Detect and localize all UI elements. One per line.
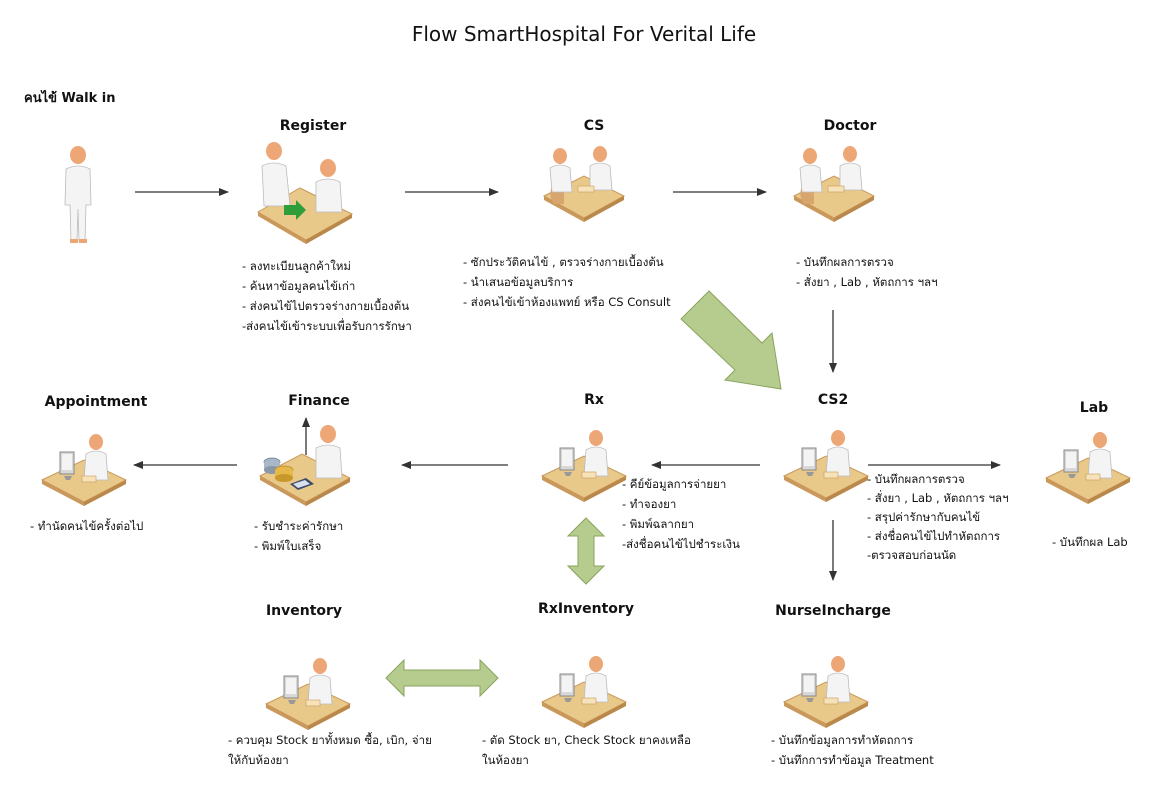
note-line: - บันทึกข้อมูลการทำหัตถการ [771,733,914,747]
register-station-icon [257,142,354,244]
inventory-label: Inventory [265,603,343,619]
cs2-notes: - บันทึกผลการตรวจ - สั่งยา , Lab , หัตถก… [867,470,1009,565]
note-line: - ลงทะเบียนลูกค้าใหม่ [242,259,351,273]
note-line: - สั่งยา , Lab , หัตถการ ฯลฯ [867,491,1009,505]
nurse-notes: - บันทึกข้อมูลการทำหัตถการ - บันทึกการทำ… [771,730,934,770]
appointment-notes: - ทำนัดคนไข้ครั้งต่อไป [30,516,143,536]
finance-notes: - รับชำระค่ารักษา - พิมพ์ใบเสร็จ [254,516,343,556]
note-line: - ตัด Stock ยา, Check Stock ยาคงเหลือ [482,733,691,747]
note-line: - ควบคุม Stock ยาทั้งหมด ซื้อ, เบิก, จ่า… [228,733,432,747]
note-line: - สั่งยา , Lab , หัตถการ ฯลฯ [796,275,938,289]
note-line: -ตรวจสอบก่อนนัด [867,548,957,562]
rx-station-icon [541,429,627,503]
rx-notes: - คีย์ข้อมูลการจ่ายยา - ทำจองยา - พิมพ์ฉ… [622,474,740,554]
register-notes: - ลงทะเบียนลูกค้าใหม่ - ค้นหาข้อมูลคนไข้… [242,256,412,336]
note-line: - ซักประวัติคนไข้ , ตรวจร่างกายเบื้องต้น [463,255,664,269]
lab-label: Lab [1079,400,1109,416]
note-line: - พิมพ์ใบเสร็จ [254,539,322,553]
note-line: - ส่งชื่อคนไข้ไปทำหัตถการ [867,529,1001,543]
inventory-station-icon [265,657,351,731]
note-line: - ส่งคนไข้ไปตรวจร่างกายเบื้องต้น [242,299,410,313]
arrow-rx-rxinventory [566,517,606,585]
note-line: - ค้นหาข้อมูลคนไข้เก่า [242,279,356,293]
cs2-station-icon [783,429,869,503]
appointment-label: Appointment [44,394,148,410]
diagram-title: Flow SmartHospital For Verital Life [411,22,757,46]
rxinventory-label: RxInventory [538,601,634,617]
note-line: - คีย์ข้อมูลการจ่ายยา [622,477,727,491]
note-line: - ทำจองยา [622,497,677,511]
nurse-label: NurseIncharge [775,603,891,619]
note-line: - บันทึกผลการตรวจ [867,472,965,486]
rxinventory-station-icon [541,655,627,729]
finance-label: Finance [288,393,350,409]
nurse-station-icon [783,655,869,729]
note-line: - พิมพ์ฉลากยา [622,517,695,531]
note-line: ในห้องยา [482,753,529,767]
rxinventory-notes: - ตัด Stock ยา, Check Stock ยาคงเหลือ ใน… [482,730,691,770]
cs-station-icon [543,146,625,223]
note-line: - รับชำระค่ารักษา [254,519,344,533]
doctor-notes: - บันทึกผลการตรวจ - สั่งยา , Lab , หัตถก… [796,252,938,292]
cs-notes: - ซักประวัติคนไข้ , ตรวจร่างกายเบื้องต้น… [463,252,671,312]
lab-station-icon [1045,431,1131,505]
doctor-label: Doctor [823,118,877,134]
register-label: Register [279,118,347,134]
walkin-person-icon [64,145,92,243]
note-line: -ส่งชื่อคนไข้ไปชำระเงิน [622,537,740,551]
note-line: -ส่งคนไข้เข้าระบบเพื่อรับการรักษา [242,319,412,333]
cs2-label: CS2 [817,392,849,408]
note-line: - บันทึกการทำข้อมูล Treatment [771,753,934,767]
note-line: - ส่งคนไข้เข้าห้องแพทย์ หรือ CS Consult [463,295,671,309]
note-line: - บันทึกผล Lab [1052,535,1128,549]
doctor-station-icon [793,146,875,223]
lab-notes: - บันทึกผล Lab [1052,532,1128,552]
note-line: ให้กับห้องยา [228,753,289,767]
finance-station-icon [258,425,352,506]
arrow-inventory-rxinventory [385,658,499,698]
inventory-notes: - ควบคุม Stock ยาทั้งหมด ซื้อ, เบิก, จ่า… [228,730,432,770]
note-line: - นำเสนอข้อมูลบริการ [463,275,574,289]
note-line: - สรุปค่ารักษากับคนไข้ [867,510,981,524]
appointment-station-icon [41,433,127,507]
note-line: - ทำนัดคนไข้ครั้งต่อไป [30,519,144,533]
arrow-cs-to-cs2 [680,290,782,390]
cs-label: CS [583,118,605,134]
rx-label: Rx [584,392,604,408]
note-line: - บันทึกผลการตรวจ [796,255,894,269]
walkin-label: คนไข้ Walk in [24,91,116,106]
